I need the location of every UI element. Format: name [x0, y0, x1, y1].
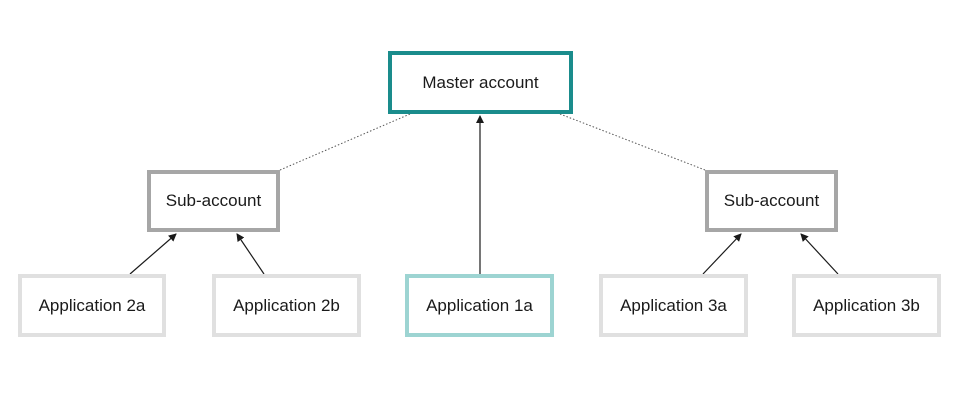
arrow-app-2b-to-sub-left	[236, 233, 265, 275]
application-3a-node: Application 3a	[599, 274, 748, 337]
application-2b-node: Application 2b	[212, 274, 361, 337]
application-3b-label: Application 3b	[813, 295, 920, 315]
application-2a-label: Application 2a	[38, 295, 146, 315]
application-3b-node: Application 3b	[792, 274, 941, 337]
dotted-link-sub-left-to-master	[279, 113, 411, 171]
sub-account-left-node: Sub-account	[147, 170, 280, 232]
arrow-app-2a-to-sub-left	[129, 233, 177, 275]
sub-account-right-label: Sub-account	[723, 191, 820, 210]
arrow-app-3b-to-sub-right	[800, 233, 839, 275]
master-account-node: Master account	[388, 51, 573, 114]
application-1a-label: Application 1a	[426, 295, 533, 315]
sub-account-left-label: Sub-account	[165, 191, 262, 210]
dotted-link-sub-right-to-master	[559, 113, 706, 171]
arrow-app-3a-to-sub-right	[702, 233, 742, 275]
sub-account-right-node: Sub-account	[705, 170, 838, 232]
application-1a-node: Application 1a	[405, 274, 554, 337]
application-2b-label: Application 2b	[233, 295, 340, 315]
application-3a-label: Application 3a	[620, 295, 727, 315]
master-account-label: Master account	[422, 72, 539, 92]
application-2a-node: Application 2a	[18, 274, 166, 337]
